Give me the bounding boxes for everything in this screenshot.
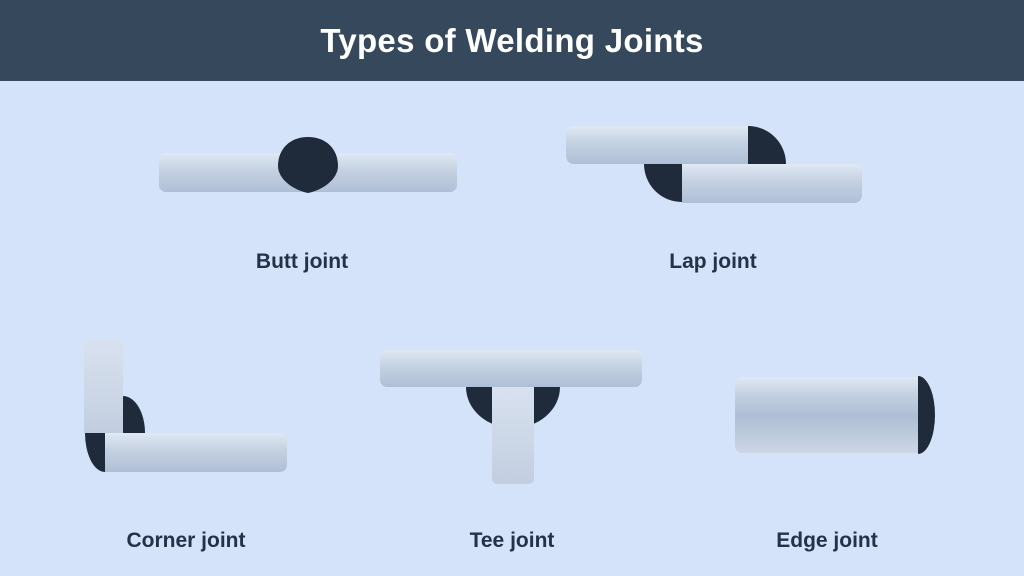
edge-top-plate [735, 377, 918, 415]
lap-joint-label: Lap joint [669, 250, 757, 273]
tee-joint-diagram [380, 350, 642, 484]
header-bar: Types of Welding Joints [0, 0, 1024, 81]
corner-joint-label: Corner joint [126, 529, 246, 552]
lap-weld-fillet-top [748, 126, 786, 164]
corner-joint-diagram [84, 340, 287, 472]
edge-joint-label: Edge joint [776, 529, 878, 552]
lap-top-plate [566, 126, 748, 164]
tee-horizontal-plate [380, 350, 642, 387]
tee-vertical-plate [492, 387, 534, 484]
corner-horizontal-plate [105, 433, 287, 472]
lap-joint-diagram [566, 126, 862, 203]
lap-weld-fillet-bottom [644, 164, 682, 202]
edge-weld-bead [918, 376, 935, 454]
butt-weld-bead [278, 137, 338, 193]
edge-bottom-plate [735, 415, 918, 453]
page-title: Types of Welding Joints [320, 21, 704, 59]
corner-vertical-plate [84, 340, 123, 433]
corner-weld-fillet-inner [123, 396, 145, 433]
tee-joint-label: Tee joint [469, 529, 555, 552]
corner-weld-fillet-outer [85, 433, 105, 472]
butt-joint-diagram [159, 137, 457, 193]
butt-joint-label: Butt joint [255, 250, 349, 273]
edge-joint-diagram [735, 376, 935, 454]
lap-bottom-plate [682, 164, 862, 203]
